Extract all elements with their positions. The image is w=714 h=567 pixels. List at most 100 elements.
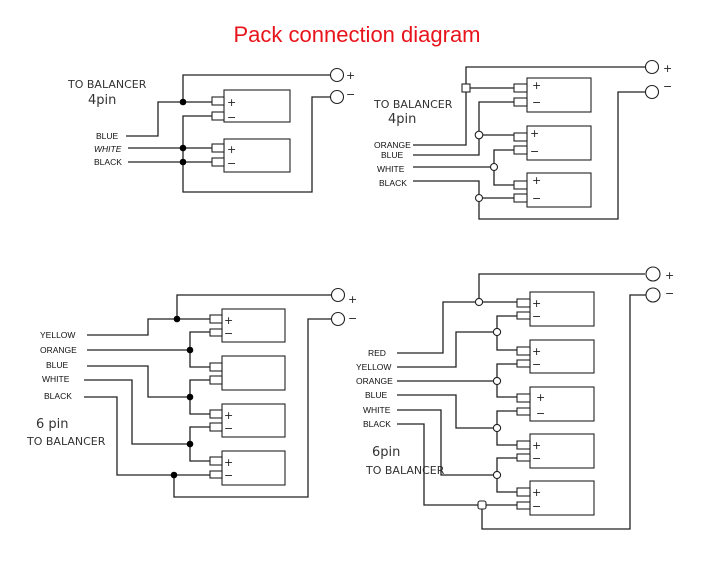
- minus-sign: −: [227, 111, 236, 124]
- cell-terminal-plus: [516, 487, 531, 497]
- balance-wire-black: [397, 423, 517, 506]
- pack-positive-terminal: [330, 287, 346, 303]
- junction-node: [474, 193, 484, 203]
- diagram-4pin-3cell: TO BALANCER 4pin + − + − + − + −: [373, 59, 672, 220]
- cell-terminal-minus: [513, 193, 528, 203]
- wire-label-blue: BLUE: [365, 390, 388, 400]
- wire-label-white: WHITE: [94, 144, 122, 154]
- battery-cell: [221, 403, 286, 438]
- battery-cell: [529, 339, 595, 374]
- junction-node: [474, 130, 484, 140]
- pack-plus-label: +: [663, 62, 672, 75]
- minus-sign: −: [224, 422, 233, 435]
- cell-terminal-plus: [516, 346, 531, 356]
- balance-wire-yellow: [87, 318, 177, 336]
- wire-label-orange: ORANGE: [356, 376, 393, 386]
- junction-node: [492, 470, 502, 480]
- cell-terminal-minus: [516, 501, 531, 510]
- cell-terminal-minus: [209, 470, 223, 479]
- pack-plus-label: +: [348, 293, 357, 306]
- balance-wire-red: [397, 301, 479, 354]
- header-line-1: TO BALANCER: [67, 78, 147, 91]
- wire-label-yellow: YELLOW: [40, 330, 75, 340]
- minus-sign: −: [532, 452, 541, 465]
- minus-sign: −: [532, 358, 541, 371]
- cell-terminal-plus: [516, 440, 531, 450]
- plus-sign: +: [224, 409, 233, 422]
- plus-sign: +: [227, 96, 236, 109]
- junction-node: [489, 162, 499, 172]
- plus-sign: +: [532, 79, 541, 92]
- battery-cell: [221, 450, 286, 486]
- junction-node: [477, 500, 487, 510]
- pack-plus-label: +: [346, 69, 355, 82]
- balance-wire-yellow: [397, 331, 497, 368]
- battery-cell: [526, 77, 592, 113]
- plus-sign: +: [532, 297, 541, 310]
- pack-minus-label: −: [665, 287, 674, 300]
- cell-terminal-plus: [209, 362, 223, 372]
- junction-dot: [179, 144, 187, 152]
- cell-terminal-minus: [211, 157, 225, 167]
- pack-plus-label: +: [665, 269, 674, 282]
- battery-cell: [223, 138, 291, 173]
- pack-positive-wire: [176, 294, 332, 319]
- cell-terminal-plus: [211, 96, 225, 106]
- balance-wire-blue: [87, 365, 190, 398]
- junction-dot: [173, 315, 181, 323]
- cell-terminal-minus: [516, 453, 531, 462]
- cell-terminal-plus: [209, 456, 223, 466]
- wire: [182, 115, 212, 162]
- wire-label-white: WHITE: [363, 405, 391, 415]
- junction-node: [492, 327, 502, 337]
- pack-positive-terminal: [644, 59, 660, 75]
- junction-dot: [186, 346, 194, 354]
- junction-node: [461, 83, 471, 93]
- battery-cell: [529, 291, 595, 327]
- battery-cell: [526, 125, 592, 161]
- header-line-2: TO BALANCER: [365, 464, 445, 477]
- battery-cell: [221, 355, 286, 391]
- balance-wire-blue: [126, 101, 183, 137]
- cell-terminal-plus: [513, 132, 528, 142]
- wire-label-black: BLACK: [379, 178, 407, 188]
- minus-sign: −: [224, 327, 233, 340]
- junction-dot: [186, 393, 194, 401]
- header-line-1: TO BALANCER: [373, 98, 453, 111]
- wire-label-white: WHITE: [377, 164, 405, 174]
- minus-sign: −: [532, 192, 541, 205]
- diagram-6pin-5cell: 6pin TO BALANCER + − + − + − + − + −: [356, 266, 674, 530]
- balance-wire-white: [397, 409, 497, 476]
- page-title: Pack connection diagram: [233, 22, 481, 47]
- pack-positive-wire: [478, 273, 645, 302]
- wire-label-orange: ORANGE: [374, 140, 411, 150]
- battery-cell: [529, 386, 595, 422]
- battery-cell: [221, 308, 286, 343]
- cell-terminal-plus: [209, 314, 223, 324]
- balance-wire-black: [413, 91, 646, 220]
- pack-negative-terminal: [330, 311, 346, 327]
- diagram-4pin-2cell: TO BALANCER 4pin + − + − + − BLUE WHITE …: [67, 67, 355, 193]
- minus-sign: −: [536, 407, 545, 420]
- wire-label-black: BLACK: [363, 419, 391, 429]
- balance-wire-black: [84, 396, 210, 476]
- minus-sign: −: [532, 96, 541, 109]
- junction-node: [474, 297, 484, 307]
- diagram-6pin-4cell: 6 pin TO BALANCER + − + − + −: [26, 287, 357, 498]
- balance-wire-blue: [413, 135, 480, 156]
- pack-positive-terminal: [329, 67, 345, 83]
- minus-sign: −: [532, 500, 541, 513]
- pack-negative-wire: [182, 96, 331, 193]
- minus-sign: −: [224, 469, 233, 482]
- cell-terminal-minus: [516, 311, 531, 320]
- header-line-2: TO BALANCER: [26, 435, 106, 448]
- cell-terminal-minus: [209, 375, 223, 385]
- balance-wire-blue: [397, 394, 497, 429]
- wire-label-orange: ORANGE: [40, 345, 77, 355]
- pack-negative-wire: [173, 318, 332, 498]
- pack-negative-terminal: [644, 84, 660, 100]
- cell-terminal-plus: [513, 180, 528, 190]
- cell-terminal-minus: [209, 422, 223, 432]
- pack-positive-wire: [182, 74, 330, 102]
- cell-terminal-minus: [513, 145, 528, 155]
